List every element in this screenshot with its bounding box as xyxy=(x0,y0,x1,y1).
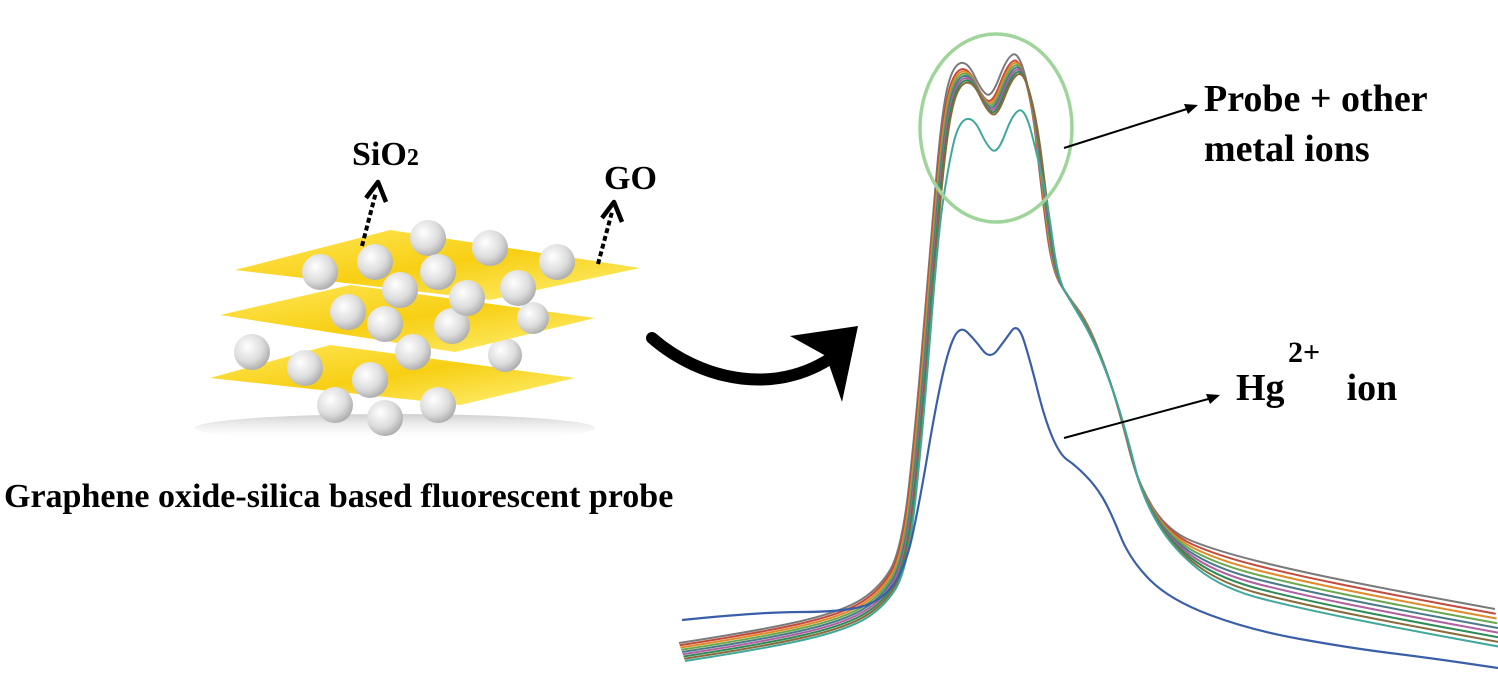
probe-callout-arrow xyxy=(1063,104,1198,149)
hg-spectrum-curve xyxy=(681,327,1498,670)
probe-other-ions-label: Probe + other metal ions xyxy=(1204,78,1428,170)
emission-spectra xyxy=(678,53,1498,670)
sphere-layer-bottom xyxy=(234,334,522,436)
figure-caption: Graphene oxide-silica based fluorescent … xyxy=(4,478,674,515)
sio2-pointer-arrow xyxy=(360,179,389,247)
transition-arrow xyxy=(646,326,858,402)
hg-callout-arrow xyxy=(1063,394,1220,439)
sphere-layer-middle xyxy=(330,294,549,370)
go-silica-structure xyxy=(195,220,640,442)
highlight-circle xyxy=(918,32,1074,224)
sio2-label: SiO2 xyxy=(352,136,419,173)
spectrum-curve xyxy=(684,109,1498,662)
go-label: GO xyxy=(604,160,657,197)
sphere-layer-top xyxy=(302,220,575,316)
go-sheet-middle xyxy=(220,285,595,352)
go-pointer-arrow xyxy=(596,199,625,265)
